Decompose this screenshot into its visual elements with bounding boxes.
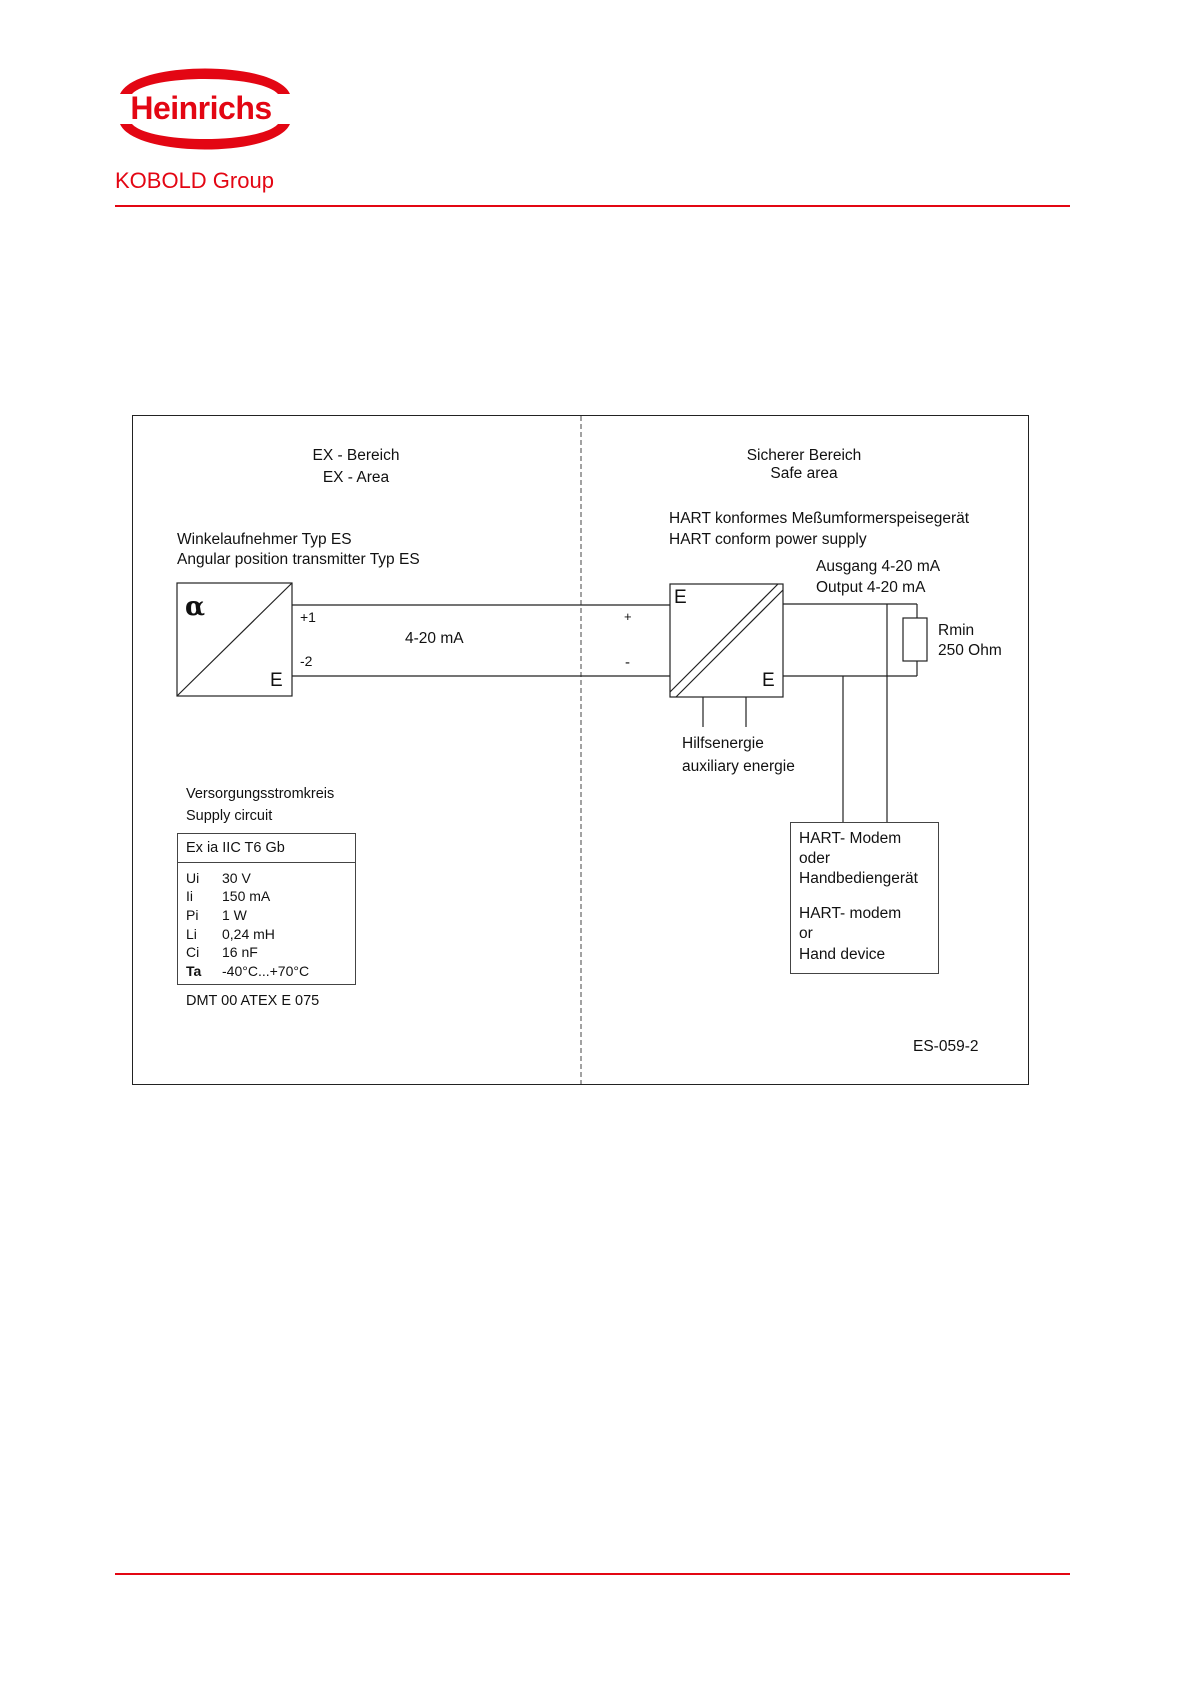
transmitter-box bbox=[176, 582, 293, 697]
aux-energy-de: Hilfsenergie bbox=[682, 735, 764, 752]
spec-row: Ta-40°C...+70°C bbox=[186, 963, 310, 979]
safe-zone-title-en: Safe area bbox=[770, 465, 838, 482]
footer-divider bbox=[115, 1573, 1070, 1575]
ex-marking: Ex ia IIC T6 Gb bbox=[186, 840, 285, 856]
modem-line2-de: oder bbox=[799, 850, 831, 867]
modem-line2-en: or bbox=[799, 925, 813, 942]
transmitter-corner-label: E bbox=[270, 670, 283, 691]
ex-zone-title-de: EX - Bereich bbox=[312, 447, 400, 464]
supply-circuit-title-en: Supply circuit bbox=[186, 808, 273, 824]
resistor-rmin bbox=[902, 617, 928, 662]
drawing-number: ES-059-2 bbox=[913, 1038, 979, 1055]
output-label-en: Output 4-20 mA bbox=[816, 579, 926, 596]
loop-signal-label: 4-20 mA bbox=[405, 630, 464, 647]
terminal-minus: -2 bbox=[300, 653, 313, 669]
wiring-diagram-frame bbox=[132, 415, 1029, 1085]
power-supply-in-label: E bbox=[674, 587, 687, 608]
transmitter-label-en: Angular position transmitter Typ ES bbox=[177, 551, 420, 568]
hart-modem-box: HART- Modem oder Handbediengerät HART- m… bbox=[790, 822, 939, 974]
atex-certificate: DMT 00 ATEX E 075 bbox=[186, 993, 320, 1009]
transmitter-label-de: Winkelaufnehmer Typ ES bbox=[177, 531, 352, 548]
modem-line3-de: Handbediengerät bbox=[799, 870, 918, 887]
resistor-value: 250 Ohm bbox=[938, 642, 1002, 659]
modem-line3-en: Hand device bbox=[799, 946, 886, 963]
resistor-name: Rmin bbox=[938, 622, 975, 639]
alpha-symbol-icon: α bbox=[185, 592, 206, 622]
output-label-de: Ausgang 4-20 mA bbox=[816, 558, 941, 575]
aux-energy-en: auxiliary energie bbox=[682, 758, 795, 775]
power-supply-label-en: HART conform power supply bbox=[669, 531, 867, 548]
power-supply-label-de: HART konformes Meßumformerspeisegerät bbox=[669, 510, 970, 527]
modem-line1-de: HART- Modem bbox=[799, 830, 902, 847]
modem-line1-en: HART- modem bbox=[799, 905, 902, 922]
logo-group: KOBOLD Group bbox=[115, 168, 274, 193]
safe-zone-title-de: Sicherer Bereich bbox=[746, 447, 862, 464]
ex-zone-title-en: EX - Area bbox=[322, 469, 390, 486]
logo-name: Heinrichs bbox=[130, 90, 272, 126]
logo-ring-icon bbox=[120, 68, 290, 150]
supply-plus: + bbox=[624, 609, 632, 624]
supply-minus: - bbox=[625, 654, 630, 671]
specs-divider bbox=[178, 862, 355, 863]
power-supply-out-label: E bbox=[762, 670, 775, 691]
power-supply-box bbox=[669, 583, 784, 698]
supply-circuit-title-de: Versorgungsstromkreis bbox=[186, 786, 335, 802]
header-divider bbox=[115, 205, 1070, 207]
terminal-plus: +1 bbox=[300, 609, 316, 625]
